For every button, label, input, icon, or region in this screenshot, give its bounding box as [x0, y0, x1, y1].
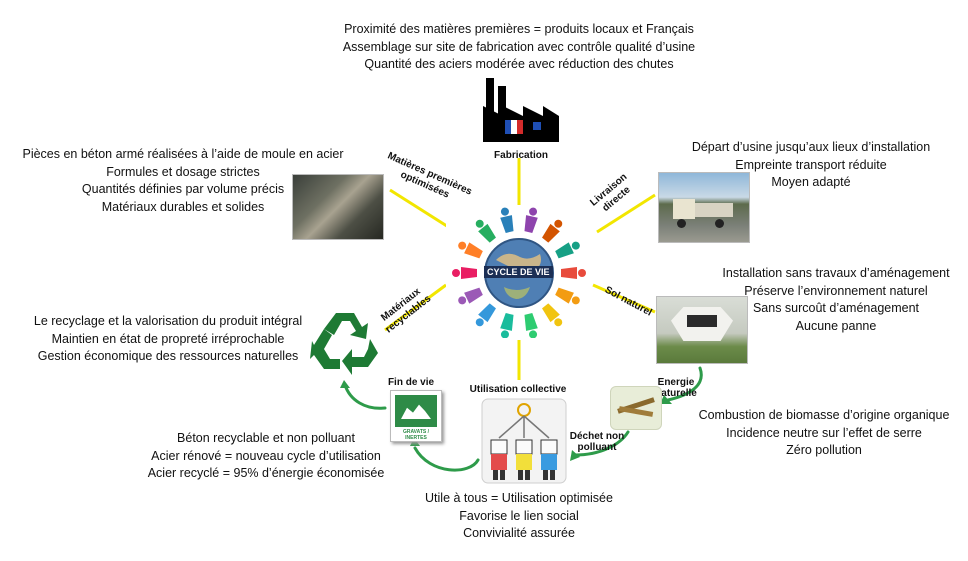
line-matieres [389, 188, 451, 230]
matieres-line: Pièces en béton armé réalisées à l’aide … [22, 147, 344, 161]
recyclables-text: Le recyclage et la valorisation du produ… [13, 313, 323, 366]
utilisation-line: Favorise le lien social [459, 508, 579, 523]
collective-people-icon [481, 398, 567, 484]
person-figure [542, 219, 563, 243]
line-sol [592, 283, 656, 314]
sol-line: Sans surcoût d’aménagement [752, 301, 920, 315]
recyclables-line: Maintien en état de propreté irréprochab… [51, 331, 285, 346]
person-figure [458, 241, 483, 259]
person-figure [561, 267, 586, 279]
arrow-sol-energie [666, 366, 703, 402]
livraison-text: Départ d’usine jusqu’aux lieux d’install… [676, 139, 946, 192]
finvie-line: Acier recyclé = 95% d’énergie économisée [147, 466, 385, 480]
biomass-icon [610, 386, 662, 430]
person-figure [500, 207, 514, 233]
finvie-icon: GRAVATS / INERTES [390, 390, 442, 442]
sol-text: Installation sans travaux d’aménagement … [716, 265, 956, 335]
matieres-line: Formules et dosage strictes [106, 164, 260, 179]
utilisation-line: Convivialité assurée [463, 526, 575, 540]
finvie-label: Fin de vie [387, 377, 435, 388]
matieres-line: Quantités définies par volume précis [81, 182, 285, 196]
utilisation-label: Utilisation collective [469, 384, 567, 395]
dechet-label: Déchet non polluant [566, 431, 628, 453]
line-recyclables [384, 283, 447, 332]
matieres-line: Matériaux durables et solides [101, 199, 265, 214]
energie-label: Energie naturelle [648, 377, 704, 399]
delivery-truck-photo [658, 172, 750, 243]
dechet-label-line: polluant [577, 442, 617, 453]
sol-line: Installation sans travaux d’aménagement [722, 266, 950, 280]
recyclables-line: Le recyclage et la valorisation du produ… [33, 314, 303, 328]
recyclables-line: Gestion économique des ressources nature… [37, 349, 299, 363]
energie-line: Incidence neutre sur l’effet de serre [726, 425, 922, 440]
finvie-badge: GRAVATS / INERTES [402, 429, 430, 441]
arrowhead [570, 450, 580, 461]
finvie-line: Béton recyclable et non polluant [177, 431, 355, 445]
energie-line: Zéro pollution [786, 443, 862, 457]
person-figure [452, 267, 477, 279]
person-figure [555, 241, 580, 259]
arrow-energie-dechet [573, 430, 630, 457]
person-figure [475, 219, 496, 243]
cycle-center-image: CYCLE DE VIE [446, 205, 592, 339]
truck-bed [695, 203, 733, 217]
recycle-icon [308, 307, 382, 377]
cycle-center-label: CYCLE DE VIE [484, 266, 553, 278]
arrowhead [340, 380, 350, 388]
fabrication-line: Assemblage sur site de fabrication avec … [342, 39, 696, 54]
fabrication-line: Quantité des aciers modérée avec réducti… [364, 57, 674, 71]
energie-label-line: naturelle [655, 388, 697, 399]
person-figure [542, 303, 563, 327]
person-figure [500, 313, 514, 339]
arrowhead [410, 438, 420, 446]
energie-label-line: Energie [657, 377, 695, 388]
matieres-text: Pièces en béton armé réalisées à l’aide … [8, 146, 358, 216]
livraison-line: Empreinte transport réduite [735, 157, 887, 172]
utilisation-line: Utile à tous = Utilisation optimisée [425, 491, 613, 505]
livraison-line: Moyen adapté [771, 175, 851, 189]
utilisation-text: Utile à tous = Utilisation optimisée Fav… [414, 490, 624, 543]
person-figure [458, 287, 483, 305]
rubble-shape [401, 404, 431, 419]
energie-line: Combustion de biomasse d’origine organiq… [698, 408, 950, 422]
livraison-line: Départ d’usine jusqu’aux lieux d’install… [691, 140, 931, 154]
line-livraison [596, 193, 656, 234]
concrete-mold-photo [292, 174, 384, 240]
sol-line: Aucune panne [795, 318, 877, 333]
dechet-label-line: Déchet non [569, 431, 625, 442]
arrow-utilisation-finvie [413, 446, 480, 472]
arrow-finvie-recyclage [343, 383, 387, 410]
arrowhead [660, 395, 672, 404]
person-figure [524, 313, 538, 339]
factory-icon [483, 78, 559, 142]
finvie-text: Béton recyclable et non polluant Acier r… [142, 430, 390, 483]
module-opening [687, 315, 717, 327]
truck-wheel [677, 219, 686, 228]
fabrication-line: Proximité des matières premières = produ… [344, 22, 694, 36]
energie-text: Combustion de biomasse d’origine organiq… [690, 407, 958, 460]
installation-photo [656, 296, 748, 364]
sol-line: Préserve l’environnement naturel [744, 283, 928, 298]
person-figure [475, 303, 496, 327]
fabrication-text: Proximité des matières premières = produ… [300, 21, 738, 74]
finvie-line: Acier rénové = nouveau cycle d’utilisati… [151, 448, 381, 463]
person-figure [555, 287, 580, 305]
fabrication-label: Fabrication [494, 150, 548, 161]
truck-cab [673, 199, 695, 219]
truck-wheel [715, 219, 724, 228]
person-figure [524, 207, 538, 233]
rubble-icon [395, 395, 437, 427]
